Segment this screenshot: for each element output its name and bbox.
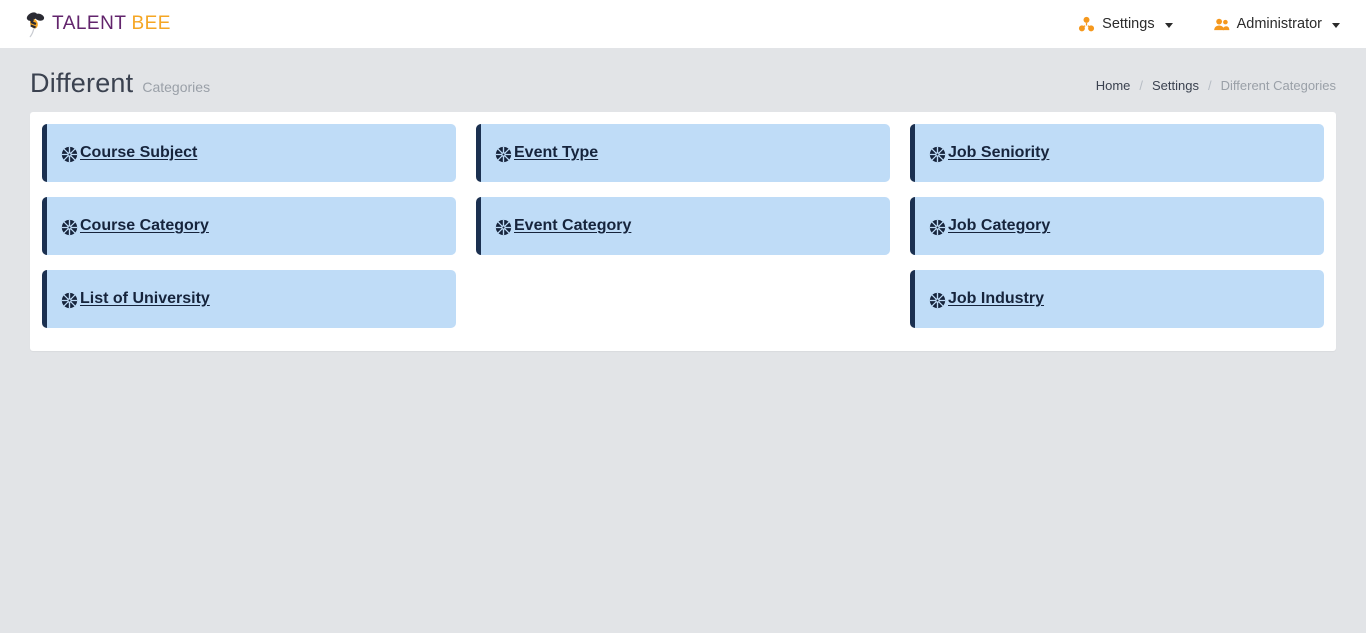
brand-text-secondary: BEE <box>131 13 171 34</box>
basketball-icon <box>495 146 512 163</box>
brand-text-primary: TALENT <box>52 13 127 34</box>
category-card[interactable]: Course Category <box>42 197 456 255</box>
basketball-icon <box>929 219 946 236</box>
basketball-icon <box>929 146 946 163</box>
page-title-sub: Categories <box>142 78 211 95</box>
basketball-icon <box>61 146 78 163</box>
category-card[interactable]: Job Seniority <box>910 124 1324 182</box>
basketball-icon <box>495 219 512 236</box>
breadcrumb-item-home[interactable]: Home <box>1095 77 1131 93</box>
chevron-down-icon <box>1332 22 1340 28</box>
category-card[interactable]: Event Type <box>476 124 890 182</box>
basketball-icon <box>929 292 946 309</box>
grid-cell: Course Subject <box>42 124 456 191</box>
grid-cell: Job Seniority <box>910 124 1324 191</box>
grid-cell: Job Category <box>910 197 1324 264</box>
breadcrumb-item-current: Different Categories <box>1220 77 1336 93</box>
category-card-label: Job Seniority <box>948 144 1050 161</box>
basketball-icon <box>61 219 78 236</box>
category-card-label: Job Category <box>948 217 1051 234</box>
nav-item-settings[interactable]: Settings <box>1078 16 1173 33</box>
breadcrumb-item-settings[interactable]: Settings <box>1152 77 1199 93</box>
breadcrumb-separator: / <box>1208 77 1212 93</box>
breadcrumb-separator: / <box>1139 77 1144 93</box>
nav-item-administrator[interactable]: Administrator <box>1213 16 1340 33</box>
category-card[interactable]: Course Subject <box>42 124 456 182</box>
category-card[interactable]: List of University <box>42 270 456 328</box>
grid-cell: Course Category <box>42 197 456 264</box>
users-icon <box>1213 16 1230 33</box>
bee-icon <box>22 10 50 38</box>
category-card[interactable]: Job Industry <box>910 270 1324 328</box>
category-card[interactable]: Job Category <box>910 197 1324 255</box>
page-title-main: Different <box>30 67 134 98</box>
grid-cell: Job Industry <box>910 270 1324 337</box>
basketball-icon <box>61 292 78 309</box>
grid-cell: Event Category <box>476 197 890 264</box>
navbar-right-menu: Settings Administrator <box>1078 16 1348 33</box>
category-card-label: Job Industry <box>948 290 1045 307</box>
chevron-down-icon <box>1164 22 1173 28</box>
category-card[interactable]: Event Category <box>476 197 890 255</box>
grid-cell: List of University <box>42 270 456 337</box>
nav-item-administrator-label: Administrator <box>1236 16 1322 32</box>
category-card-label: Event Category <box>514 217 632 234</box>
sitemap-icon <box>1078 16 1095 33</box>
category-card-label: Course Category <box>80 217 209 234</box>
category-card-label: List of University <box>80 290 210 307</box>
page-header: Different Categories Home / Settings / D… <box>0 48 1366 112</box>
grid-cell-empty <box>476 270 890 337</box>
breadcrumb: Home / Settings / Different Categories <box>1096 78 1336 93</box>
nav-item-settings-label: Settings <box>1102 16 1155 32</box>
page-title: Different Categories <box>30 68 210 99</box>
grid-cell: Event Type <box>476 124 890 191</box>
category-card-label: Course Subject <box>80 144 198 161</box>
category-card-label: Event Type <box>514 144 599 161</box>
